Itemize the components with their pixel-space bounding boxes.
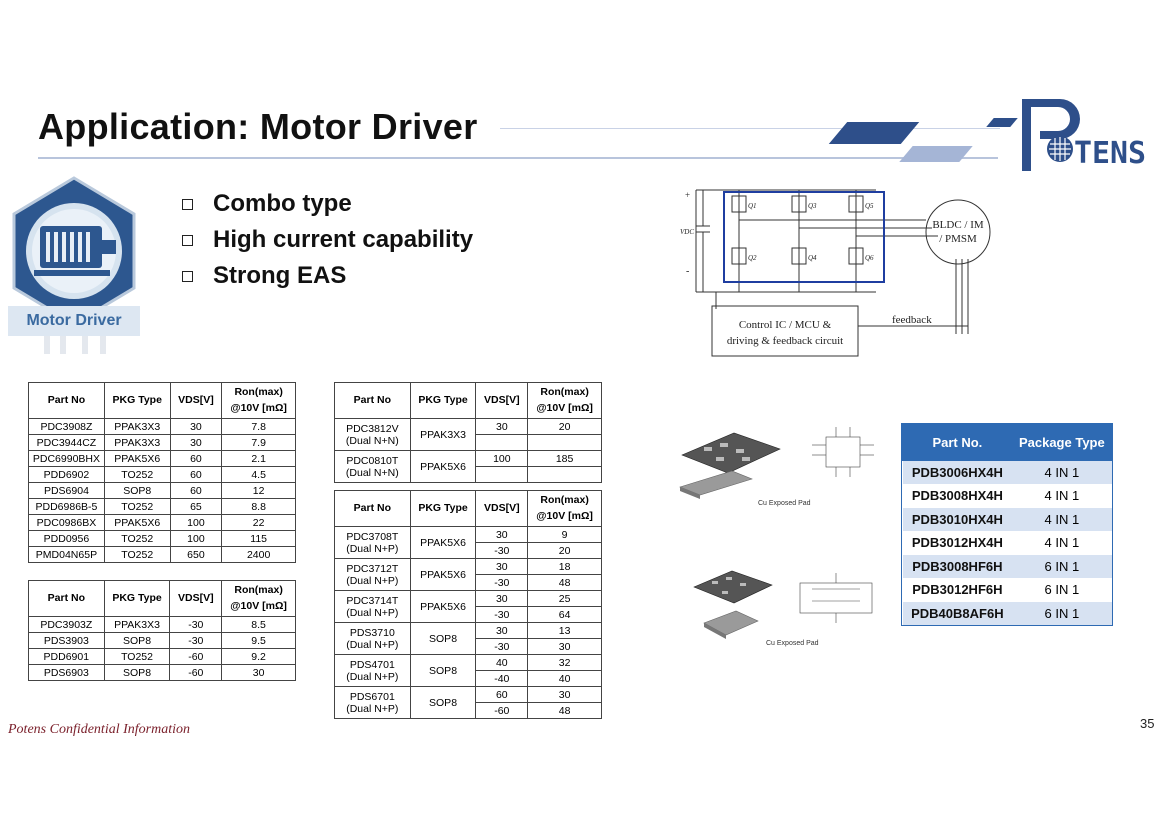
page-number: 35: [1140, 716, 1155, 731]
svg-text:VDC: VDC: [680, 228, 694, 236]
checkbox-bullet-icon: [182, 234, 193, 246]
col-ron: Ron(max)@10V [mΩ]: [221, 382, 296, 419]
svg-text:-: -: [686, 266, 689, 277]
col-pkg-type: PKG Type: [103, 580, 171, 617]
col-vds: VDS[V]: [475, 490, 529, 527]
col-part-no: Part No.: [902, 424, 1013, 461]
feature-list: Combo type High current capability Stron…: [180, 186, 473, 294]
logo-text: TENS: [1074, 136, 1146, 171]
col-part-no: Part No: [334, 382, 411, 419]
svg-text:Q4: Q4: [808, 254, 817, 262]
col-part-no: Part No: [28, 580, 105, 617]
svg-text:/ PMSM: / PMSM: [939, 233, 977, 245]
dual-nn-table: Part No PKG Type VDS[V] Ron(max)@10V [mΩ…: [334, 382, 602, 483]
col-pkg-type: PKG Type: [103, 382, 171, 419]
col-vds: VDS[V]: [169, 382, 223, 419]
chip-6in1-illustration: Cu Exposed Pad: [693, 570, 873, 647]
header-accent-shape: [828, 122, 920, 144]
dual-np-table: Part No PKG Type VDS[V] Ron(max)@10V [mΩ…: [334, 490, 602, 719]
col-ron: Ron(max)@10V [mΩ]: [527, 382, 602, 419]
svg-text:driving & feedback circuit: driving & feedback circuit: [727, 335, 843, 347]
col-pkg-type: PKG Type: [409, 490, 477, 527]
col-part-no: Part No: [334, 490, 411, 527]
inverter-circuit-diagram: Q1 Q3 Q5 Q2 Q4 Q6 + - VDC BLDC / IM / PM…: [680, 189, 991, 357]
title-underline: [38, 157, 998, 159]
col-ron: Ron(max)@10V [mΩ]: [221, 580, 296, 617]
svg-text:Cu Exposed Pad: Cu Exposed Pad: [758, 500, 811, 507]
feature-item: High current capability: [180, 222, 473, 258]
chip-4in1-illustration: Cu Exposed Pad: [679, 427, 874, 507]
svg-text:Q2: Q2: [748, 254, 757, 262]
svg-text:Q6: Q6: [865, 254, 874, 262]
page-title: Application: Motor Driver: [38, 106, 478, 147]
svg-text:Cu Exposed Pad: Cu Exposed Pad: [766, 640, 819, 647]
svg-text:feedback: feedback: [892, 314, 932, 326]
p-channel-table: Part No PKG Type VDS[V] Ron(max)@10V [mΩ…: [28, 580, 296, 681]
potens-logo: TENS: [1022, 99, 1146, 171]
col-ron: Ron(max)@10V [mΩ]: [527, 490, 602, 527]
svg-text:BLDC / IM: BLDC / IM: [932, 219, 984, 231]
svg-text:+: +: [685, 190, 690, 200]
n-channel-table: Part No PKG Type VDS[V] Ron(max)@10V [mΩ…: [28, 382, 296, 563]
svg-text:Control IC / MCU &: Control IC / MCU &: [739, 319, 832, 331]
table-row: [335, 466, 602, 483]
svg-text:Q3: Q3: [808, 202, 817, 210]
icon-caption: Motor Driver: [8, 306, 140, 336]
header-accent-shape-light: [899, 146, 973, 162]
package-table-frame: [901, 423, 1113, 626]
col-package-type: Package Type: [1011, 424, 1113, 461]
svg-text:Q5: Q5: [865, 202, 874, 210]
feature-item: Combo type: [180, 186, 473, 222]
col-pkg-type: PKG Type: [409, 382, 477, 419]
checkbox-bullet-icon: [182, 270, 193, 282]
feature-item: Strong EAS: [180, 258, 473, 294]
svg-text:Q1: Q1: [748, 202, 757, 210]
header-accent-shape-small: [986, 118, 1018, 127]
col-vds: VDS[V]: [475, 382, 529, 419]
checkbox-bullet-icon: [182, 198, 193, 210]
motor-driver-icon: [8, 176, 140, 356]
col-part-no: Part No: [28, 382, 105, 419]
table-row: [335, 434, 602, 451]
header-thin-line: [500, 128, 1000, 129]
col-vds: VDS[V]: [169, 580, 223, 617]
confidential-notice: Potens Confidential Information: [8, 722, 190, 737]
